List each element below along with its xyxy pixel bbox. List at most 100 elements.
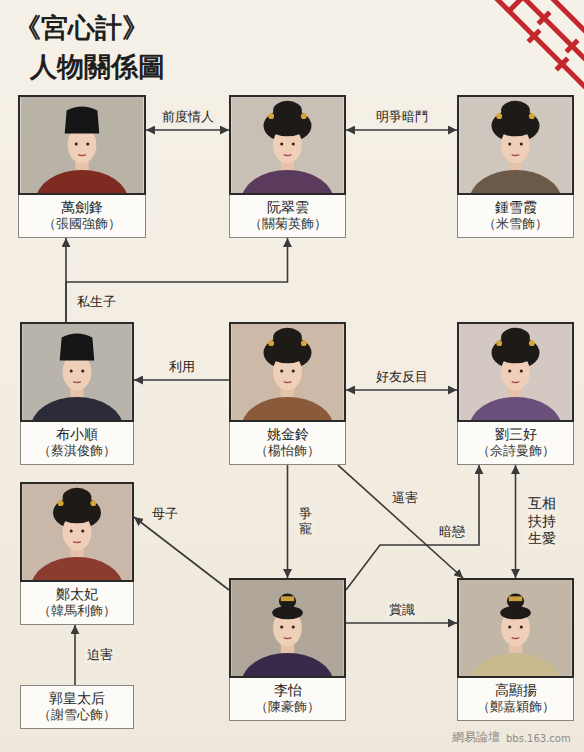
relation-arrow [346,389,457,391]
portrait-eye [508,370,511,373]
relation-arrow [146,129,229,131]
portrait-photo [229,95,346,195]
character-card: 李怡（陳豪飾） [229,578,346,721]
diagram-title: 《宮心計》 人物關係圖 [14,8,180,86]
portrait-hair [62,510,93,523]
relation-label: 利用 [167,359,197,375]
caption-box: 高顯揚（鄭嘉穎飾） [457,678,574,721]
relation-label: 逼害 [390,490,420,506]
relation-arrow [74,625,76,685]
actor-name: （謝雪心飾） [23,707,131,724]
caption-box: 劉三好（佘詩曼飾） [457,422,574,465]
portrait-hat [65,107,100,134]
portrait-mouth [284,381,292,383]
character-card: 郭皇太后（謝雪心飾） [20,685,134,729]
character-card: 姚金鈴（楊怡飾） [229,322,346,465]
portrait-photo [229,578,346,678]
portrait-eye [280,143,283,146]
portrait-eye [81,370,84,373]
portrait-ornament [90,500,96,506]
caption-box: 郭皇太后（謝雪心飾） [20,685,134,729]
portrait-photo [229,322,346,422]
portrait-eye [70,530,73,533]
portrait-ornament [496,113,502,119]
portrait-eye [75,143,78,146]
character-name: 萬劍鋒 [21,198,143,216]
actor-name: （蔡淇俊飾） [23,443,131,460]
portrait-hair [500,123,531,136]
character-name: 高顯揚 [460,681,571,699]
caption-box: 鄭太妃（韓馬利飾） [20,582,134,625]
character-card: 鍾雪霞（米雪飾） [457,95,574,238]
corner-fret [498,0,584,86]
relation-arrow [515,465,517,578]
relation-label: 暗戀 [437,524,467,540]
relation-label: 賞識 [387,602,417,618]
portrait-bun [501,328,530,347]
portrait-ornament [58,500,64,506]
portrait-robe [31,397,123,422]
relation-arrow [346,129,457,131]
character-name: 李怡 [232,681,343,699]
portrait-photo [20,482,134,582]
portrait-ornament [496,340,502,346]
portrait-bun [273,328,302,347]
relation-label: 好友反目 [374,369,430,385]
relation-arrow [134,517,229,590]
caption-box: 萬劍鋒（張國強飾） [18,195,146,238]
relation-label: 爭寵 [297,506,314,537]
actor-name: （張國強飾） [21,216,143,233]
character-name: 姚金鈴 [232,425,343,443]
portrait-bun [63,488,92,507]
portrait-robe [241,397,333,422]
actor-name: （佘詩曼飾） [460,443,571,460]
portrait-eye [508,626,511,629]
portrait-hair [272,123,303,136]
portrait-robe [469,653,561,678]
portrait-hair [500,350,531,363]
portrait-topknot [279,593,296,608]
relation-arrow [338,465,463,578]
portrait-mouth [284,637,292,639]
portrait-eye [520,626,523,629]
relation-label: 互相扶持生愛 [526,494,558,549]
character-name: 鄭太妃 [23,585,131,603]
caption-box: 李怡（陳豪飾） [229,678,346,721]
actor-name: （韓馬利飾） [23,603,131,620]
actor-name: （鄭嘉穎飾） [460,699,571,716]
character-card: 高顯揚（鄭嘉穎飾） [457,578,574,721]
actor-name: （米雪飾） [460,216,571,233]
portrait-photo [457,578,574,678]
portrait-ornament [301,340,307,346]
portrait-crown [509,596,522,601]
relation-label: 迫害 [85,647,115,663]
portrait-eye [86,143,89,146]
portrait-eye [292,626,295,629]
portrait-mouth [73,541,81,543]
watermark: bbs.163.com [506,733,571,744]
portrait-eye [280,626,283,629]
portrait-eye [520,370,523,373]
portrait-ornament [268,113,274,119]
portrait-eye [81,530,84,533]
portrait-hat [60,334,95,361]
character-card: 阮翠雲（關菊英飾） [229,95,346,238]
portrait-bun [501,101,530,120]
portrait-crown [281,596,294,601]
portrait-eye [292,370,295,373]
portrait-ornament [529,340,535,346]
portrait-bun [273,101,302,120]
portrait-mouth [73,381,81,383]
relation-arrow [134,379,229,381]
relation-arrow [287,465,289,578]
portrait-mouth [512,154,520,156]
actor-name: （楊怡飾） [232,443,343,460]
portrait-eye [292,143,295,146]
character-card: 萬劍鋒（張國強飾） [18,95,146,238]
portrait-eye [508,143,511,146]
relation-label: 私生子 [75,294,118,310]
actor-name: （關菊英飾） [232,216,343,233]
caption-box: 鍾雪霞（米雪飾） [457,195,574,238]
portrait-eye [520,143,523,146]
portrait-robe [241,170,333,195]
